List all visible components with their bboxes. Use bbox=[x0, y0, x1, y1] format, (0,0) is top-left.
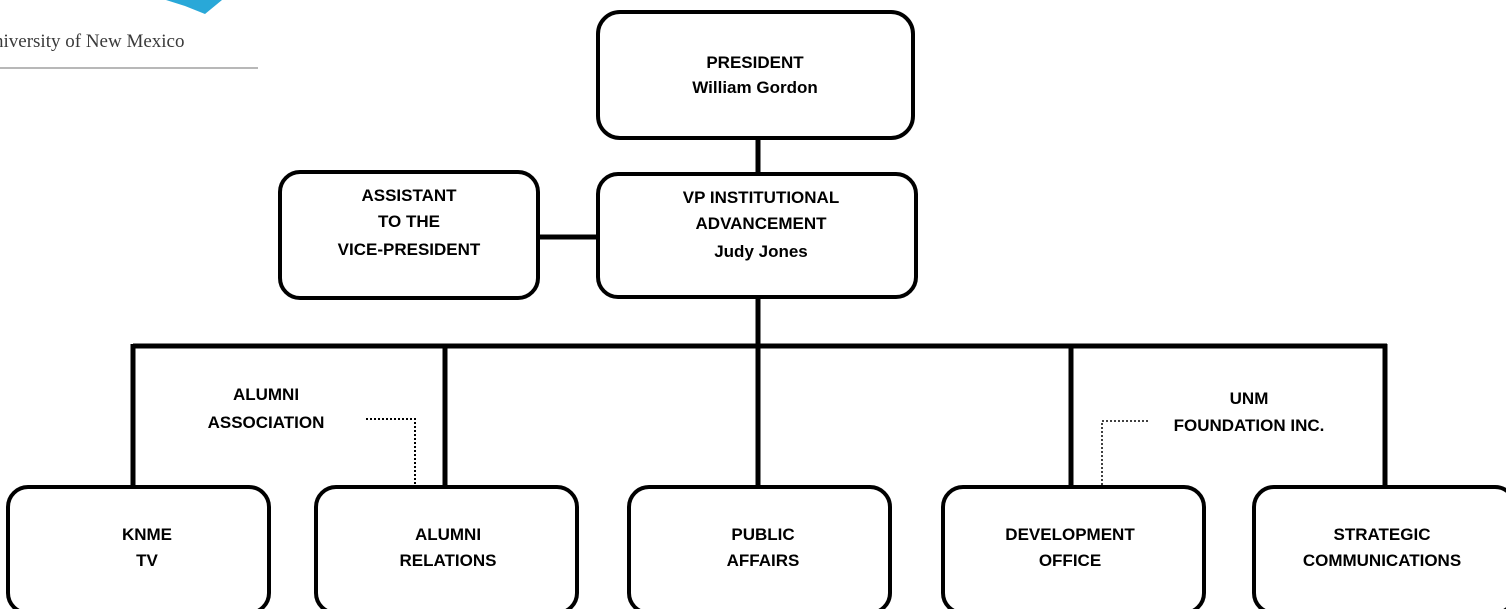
vp-box bbox=[596, 172, 918, 299]
connectors bbox=[130, 138, 1388, 487]
vp-title-line1: VP INSTITUTIONAL bbox=[683, 188, 839, 207]
logo-text: niversity of New Mexico bbox=[0, 31, 184, 52]
knme-line2: TV bbox=[136, 551, 158, 570]
dotted-line-unm-foundation bbox=[1101, 420, 1148, 487]
boxes bbox=[6, 10, 1506, 609]
development-line2: OFFICE bbox=[1039, 551, 1101, 570]
public-affairs-line2: AFFAIRS bbox=[727, 551, 800, 570]
alumni-relations-box bbox=[314, 485, 579, 609]
development-line1: DEVELOPMENT bbox=[1005, 525, 1135, 544]
public-affairs-line1: PUBLIC bbox=[731, 525, 794, 544]
public-affairs-box bbox=[627, 485, 892, 609]
knme-line1: KNME bbox=[122, 525, 172, 544]
vp-name: Judy Jones bbox=[714, 242, 808, 261]
alumni-association-line1: ALUMNI bbox=[233, 385, 299, 404]
assistant-box bbox=[278, 170, 540, 300]
development-box bbox=[941, 485, 1206, 609]
alumni-association-line2: ASSOCIATION bbox=[208, 413, 325, 432]
box-labels: PRESIDENT William Gordon VP INSTITUTIONA… bbox=[122, 53, 1461, 570]
assistant-line2: TO THE bbox=[378, 212, 440, 231]
president-title: PRESIDENT bbox=[706, 53, 804, 72]
alumni-relations-line1: ALUMNI bbox=[415, 525, 481, 544]
logo-swoosh-icon bbox=[166, 0, 222, 14]
strategic-line2: COMMUNICATIONS bbox=[1303, 551, 1461, 570]
affiliate-labels: ALUMNI ASSOCIATION UNM FOUNDATION INC. bbox=[208, 385, 1325, 435]
dotted-connectors bbox=[366, 418, 1148, 487]
knme-box bbox=[6, 485, 271, 609]
university-logo: niversity of New Mexico bbox=[0, 0, 258, 69]
alumni-relations-line2: RELATIONS bbox=[400, 551, 497, 570]
president-name: William Gordon bbox=[692, 78, 817, 97]
strategic-line1: STRATEGIC bbox=[1334, 525, 1431, 544]
assistant-line3: VICE-PRESIDENT bbox=[338, 240, 481, 259]
unm-foundation-line2: FOUNDATION INC. bbox=[1174, 416, 1325, 435]
unm-foundation-line1: UNM bbox=[1230, 389, 1269, 408]
dotted-line-alumni-association bbox=[366, 418, 416, 487]
assistant-line1: ASSISTANT bbox=[361, 186, 457, 205]
president-box bbox=[596, 10, 915, 140]
vp-title-line2: ADVANCEMENT bbox=[696, 214, 828, 233]
strategic-box bbox=[1252, 485, 1506, 609]
